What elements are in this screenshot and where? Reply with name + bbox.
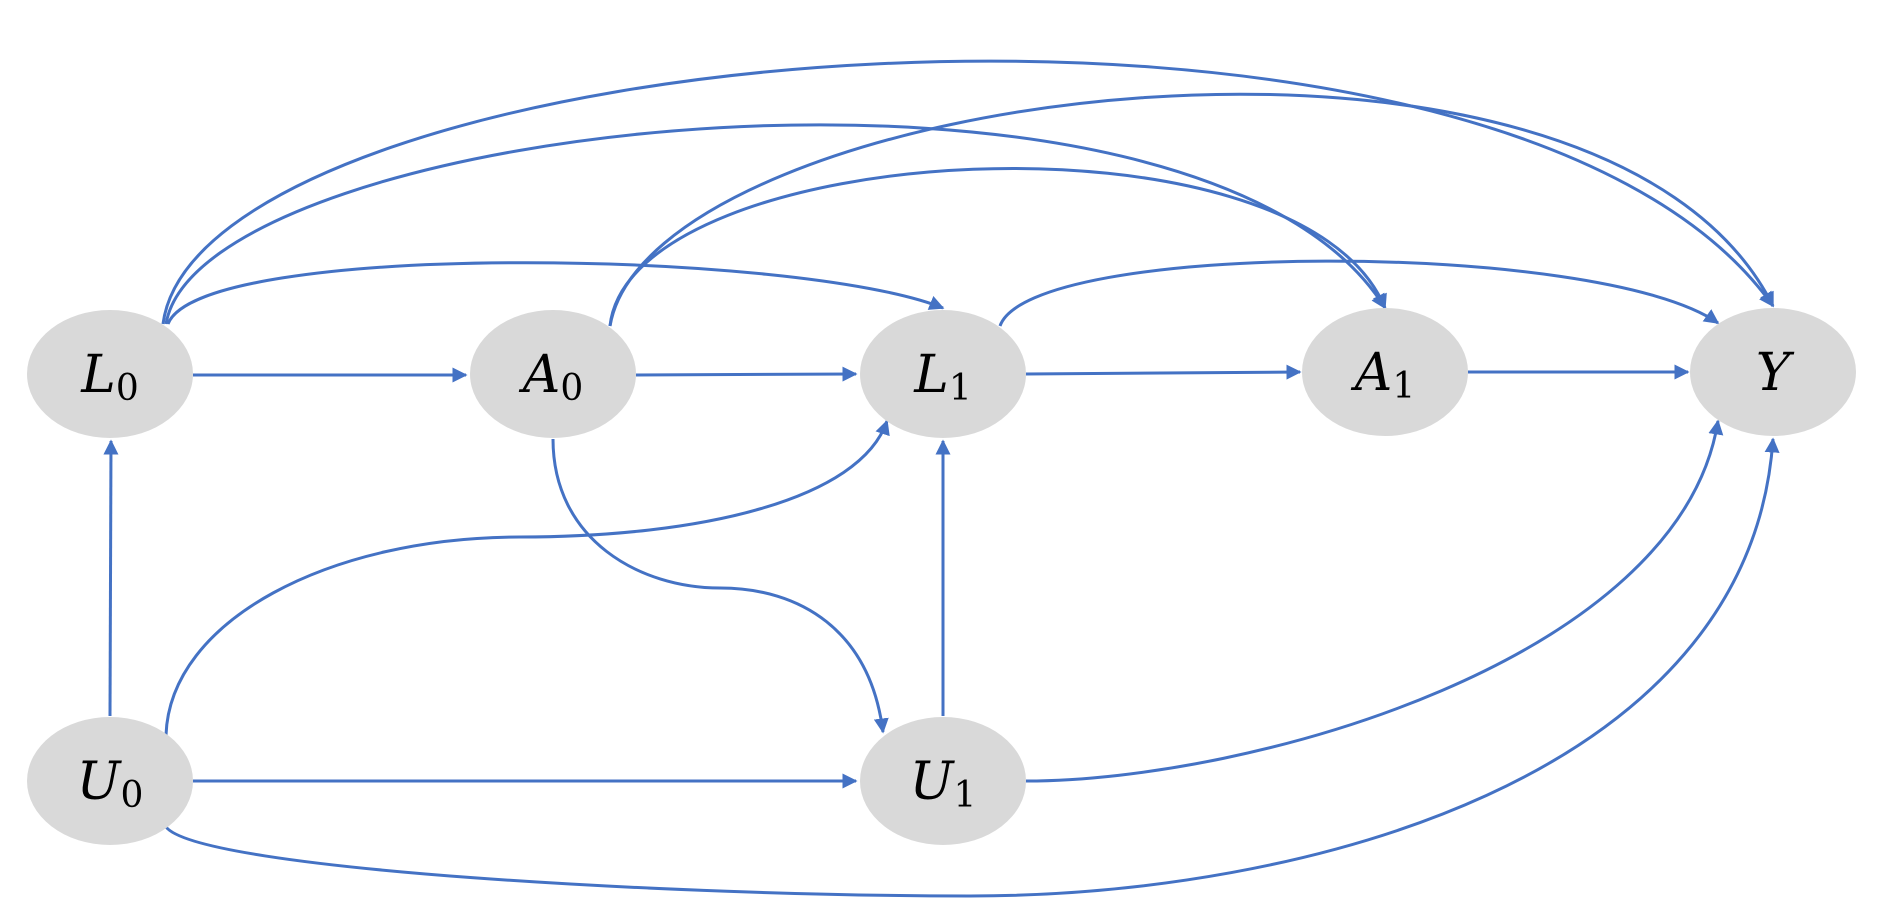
node-l0-label: L0	[80, 345, 138, 409]
edge-u0-to-y	[164, 437, 1780, 898]
node-y-shape	[1690, 308, 1856, 436]
node-u0-shape	[27, 717, 193, 845]
node-label-subscript: 1	[953, 775, 976, 816]
node-label-base: U	[77, 752, 123, 812]
node-label-base: U	[910, 752, 956, 812]
node-y-label: Y	[1756, 343, 1795, 403]
node-label-base: Y	[1756, 343, 1795, 403]
node-label-base: A	[519, 345, 561, 405]
node-l1: L1	[860, 310, 1026, 438]
edge-a0-to-a1	[608, 167, 1387, 327]
node-l0-shape	[27, 310, 193, 438]
node-label-subscript: 0	[560, 368, 583, 409]
edge-l0-to-a1	[164, 123, 1387, 325]
node-u1-shape	[860, 717, 1026, 845]
edges	[103, 59, 1780, 898]
node-l1-shape	[860, 310, 1026, 438]
node-label-base: L	[80, 345, 116, 405]
node-a1: A1	[1302, 308, 1468, 436]
node-a0-label: A0	[519, 345, 583, 409]
node-a0-shape	[470, 310, 636, 438]
edge-l1-to-y	[998, 259, 1720, 327]
node-u1-label: U1	[910, 752, 977, 816]
node-l0: L0	[27, 310, 193, 438]
node-a1-label: A1	[1351, 343, 1415, 407]
node-a0: A0	[470, 310, 636, 438]
edge-l0-to-y	[161, 59, 1775, 325]
node-label-subscript: 0	[120, 775, 143, 816]
node-u0-label: U0	[77, 752, 144, 816]
edge-u0-to-l0	[103, 439, 119, 717]
node-label-base: L	[913, 345, 949, 405]
node-label-subscript: 1	[1392, 366, 1415, 407]
node-u0: U0	[27, 717, 193, 845]
node-l1-label: L1	[913, 345, 971, 409]
edge-u1-to-y	[1025, 419, 1724, 783]
edge-u0-to-l1	[164, 419, 890, 736]
edge-a0-to-u1	[551, 438, 889, 734]
node-label-subscript: 1	[949, 368, 972, 409]
edge-l0-to-l1	[166, 261, 945, 325]
node-label-base: A	[1351, 343, 1393, 403]
node-label-subscript: 0	[116, 368, 139, 409]
edge-a0-to-y	[608, 92, 1775, 327]
node-u1: U1	[860, 717, 1026, 845]
edge-l1-to-a1	[1025, 364, 1302, 380]
edge-a0-to-l1	[635, 366, 858, 382]
node-y: Y	[1690, 308, 1856, 436]
node-a1-shape	[1302, 308, 1468, 436]
